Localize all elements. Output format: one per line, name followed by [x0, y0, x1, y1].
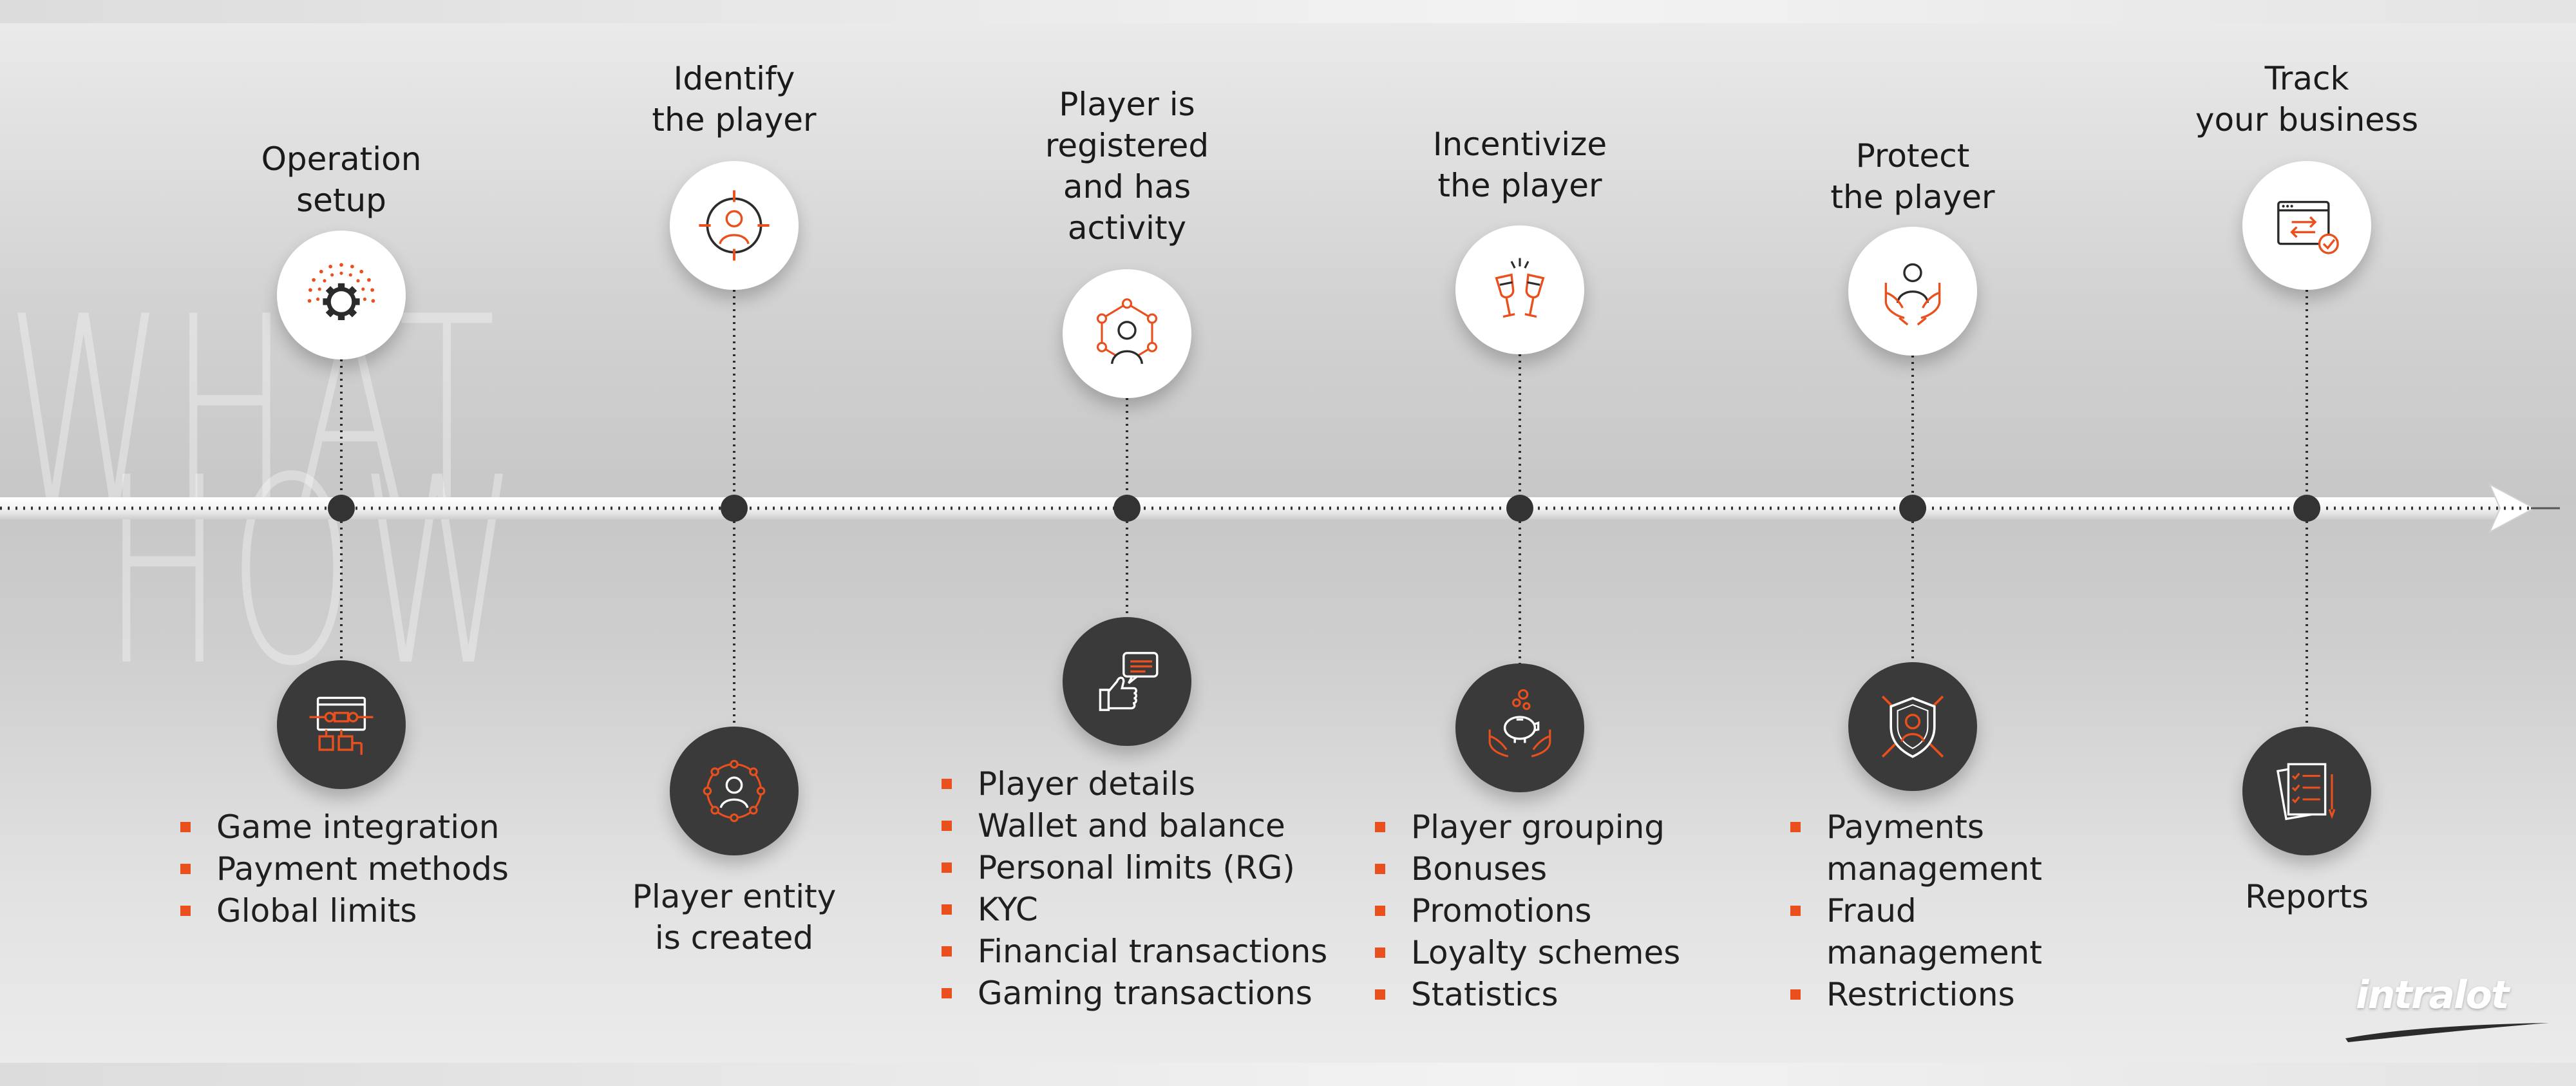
list-item: Restrictions — [1790, 974, 2042, 1016]
step-title-protect-the-player: Protect the player — [1830, 137, 1995, 216]
list-item: Wallet and balance — [942, 805, 1327, 847]
list-item: Payments management — [1790, 806, 2042, 890]
bullet-list-player-registered: Player details Wallet and balance Person… — [942, 763, 1327, 1015]
timeline-node-protect-the-player — [1899, 495, 1926, 522]
step-top-circle-protect-the-player — [1848, 227, 1977, 356]
list-item: Fraud management — [1790, 890, 2042, 974]
list-item: Bonuses — [1375, 848, 1680, 890]
bullet-square-icon — [1375, 864, 1385, 874]
list-item: Promotions — [1375, 890, 1680, 932]
target-person-icon — [699, 190, 770, 261]
step-title-track-your-business: Track your business — [2195, 60, 2419, 138]
step-top-circle-player-registered — [1063, 269, 1191, 398]
bullet-square-icon — [1790, 989, 1801, 1000]
shield-person-icon — [1881, 695, 1944, 758]
step-title-operation-setup: Operation setup — [261, 140, 422, 219]
bullet-square-icon — [942, 988, 952, 998]
piggy-bank-hands-icon — [1488, 689, 1551, 757]
bullet-square-icon — [1375, 948, 1385, 958]
brand-wordmark: intralot — [2356, 973, 2510, 1018]
step-top-circle-track-your-business — [2242, 161, 2371, 290]
list-item: Payment methods — [180, 848, 509, 890]
list-item: Gaming transactions — [942, 973, 1327, 1015]
caption-identify-the-player: Player entity is created — [632, 878, 837, 957]
bullet-square-icon — [180, 906, 191, 916]
champagne-toast-icon — [1495, 258, 1545, 318]
bullet-square-icon — [942, 946, 952, 957]
step-bottom-circle-track-your-business — [2242, 727, 2371, 855]
bullet-square-icon — [1375, 906, 1385, 916]
gear-settings-icon — [307, 263, 375, 320]
timeline-arrow-shaft — [0, 497, 2499, 519]
caption-track-your-business: Reports — [2245, 878, 2369, 915]
step-bottom-circle-incentivize-the-player — [1455, 663, 1584, 792]
bullet-list-incentivize-the-player: Player grouping Bonuses Promotions Loyal… — [1375, 806, 1680, 1016]
bullet-square-icon — [942, 779, 952, 789]
step-bottom-circle-player-registered — [1063, 617, 1191, 746]
list-item: Game integration — [180, 806, 509, 848]
bullet-square-icon — [942, 862, 952, 873]
bottom-band — [0, 1063, 2576, 1086]
top-band — [0, 0, 2576, 23]
timeline-node-player-registered — [1113, 495, 1141, 522]
step-bottom-circle-protect-the-player — [1848, 662, 1977, 791]
bullet-square-icon — [942, 821, 952, 831]
list-item: KYC — [942, 889, 1327, 931]
list-item: Loyalty schemes — [1375, 932, 1680, 974]
step-title-player-registered: Player is registered and has activity — [1045, 86, 1209, 247]
bullet-square-icon — [180, 864, 191, 874]
bullet-list-protect-the-player: Payments management Fraud management Res… — [1790, 806, 2042, 1016]
report-documents-icon — [2276, 763, 2336, 821]
browser-exchange-icon — [2277, 200, 2339, 254]
bullet-square-icon — [1375, 989, 1385, 1000]
thumbs-up-chat-icon — [1099, 652, 1159, 711]
step-bottom-circle-identify-the-player — [670, 727, 799, 855]
brand-swoosh-icon — [2345, 1023, 2549, 1042]
timeline-node-incentivize-the-player — [1506, 495, 1533, 522]
bullet-square-icon — [1790, 822, 1801, 832]
step-top-circle-operation-setup — [277, 231, 406, 359]
list-item: Player details — [942, 763, 1327, 805]
protective-hands-icon — [1884, 263, 1941, 326]
brand-logo: intralot — [2344, 973, 2550, 1043]
step-title-identify-the-player: Identify the player — [652, 60, 817, 138]
list-item: Global limits — [180, 890, 509, 932]
step-bottom-circle-operation-setup — [277, 660, 406, 789]
step-top-circle-incentivize-the-player — [1455, 225, 1584, 354]
bullet-square-icon — [1790, 906, 1801, 916]
bullet-square-icon — [1375, 822, 1385, 832]
list-item: Financial transactions — [942, 931, 1327, 973]
watermark-how: HOW — [103, 423, 524, 723]
list-item: Player grouping — [1375, 806, 1680, 848]
timeline-node-operation-setup — [328, 495, 355, 522]
step-title-incentivize-the-player: Incentivize the player — [1432, 126, 1607, 204]
bullet-list-operation-setup: Game integration Payment methods Global … — [180, 806, 509, 932]
list-item: Statistics — [1375, 974, 1680, 1016]
timeline-node-track-your-business — [2293, 495, 2320, 522]
person-network-icon — [1096, 298, 1158, 365]
integration-screen-icon — [309, 696, 374, 755]
player-network-icon — [703, 759, 766, 823]
timeline-node-identify-the-player — [721, 495, 748, 522]
list-item: Personal limits (RG) — [942, 847, 1327, 889]
step-top-circle-identify-the-player — [670, 161, 799, 290]
bullet-square-icon — [942, 904, 952, 915]
bullet-square-icon — [180, 822, 191, 832]
